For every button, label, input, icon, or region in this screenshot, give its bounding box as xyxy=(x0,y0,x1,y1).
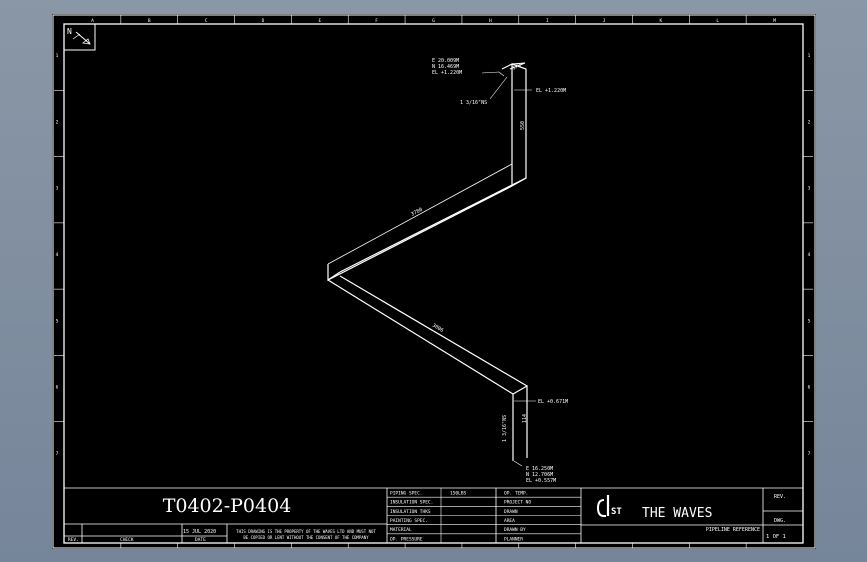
grid-row-label: 2 xyxy=(56,119,59,125)
spec-label: MATERIAL xyxy=(390,527,412,533)
pipe-diagonal-upper-c xyxy=(327,163,513,265)
bottom-elevation: EL +0.671M xyxy=(538,399,568,405)
pipeline-reference: PIPELINE REFERENCE xyxy=(706,527,760,533)
inner-border xyxy=(63,23,804,544)
spec-label: PAINTING SPEC. xyxy=(390,518,428,524)
spec-grid: PIPING SPEC. 150LBS INSULATION SPEC. INSULA… xyxy=(387,488,581,543)
grid-row-label: 2 xyxy=(808,119,811,125)
grid-column-label: J xyxy=(603,18,606,24)
pipe-vertical-bottom-side xyxy=(512,384,528,458)
dim-top-short: 178 xyxy=(511,63,522,72)
project-label: PROJECT NO xyxy=(504,500,531,506)
project-label: PLANNER xyxy=(504,536,523,542)
grid-column-label: D xyxy=(262,18,265,24)
grid-row-label: 3 xyxy=(56,186,59,192)
grid-column-label: C xyxy=(205,18,208,24)
rev-header: REV. xyxy=(774,494,786,500)
grid-row-label: 1 xyxy=(56,53,59,59)
border-grid-marks xyxy=(54,15,813,548)
north-arrow: N xyxy=(63,23,96,51)
dwg-header: DWG. xyxy=(774,518,786,524)
north-arrow-icon xyxy=(72,31,91,45)
grid-column-label: L xyxy=(716,18,719,24)
grid-column-label: K xyxy=(660,18,663,24)
grid-column-label: G xyxy=(432,18,435,24)
dim-diagonal-lower: 3806 xyxy=(431,323,444,334)
copyright-line-1: THIS DRAWING IS THE PROPERTY OF THE WAVE… xyxy=(236,529,376,534)
grid-row-label: 5 xyxy=(808,318,811,324)
spec-label: INSULATION SPEC. xyxy=(390,500,433,506)
logo-text: ST xyxy=(611,507,622,517)
drawing-title: T0402-P0404 xyxy=(163,495,292,517)
top-coord-e: E 20.009M xyxy=(432,58,459,64)
project-label: OP. TEMP. xyxy=(504,491,528,497)
project-label: AREA xyxy=(504,518,515,524)
grid-row-label: 4 xyxy=(808,252,811,258)
grid-row-label: 7 xyxy=(808,451,811,457)
grid-column-label: E xyxy=(318,18,321,24)
dim-diagonal-upper: 3780 xyxy=(410,207,423,218)
spec-label: OP. PRESSURE xyxy=(390,536,423,542)
top-coord-el: EL +1.220M xyxy=(432,70,462,76)
drawing-sheet: A B C D E F G H I J K L M 1 1 2 2 3 3 4 4 5 5 6 6 7 7 N xyxy=(52,14,816,549)
dim-vertical-top: 550 xyxy=(520,121,526,130)
top-coordinates: E 20.009M N 16.469M EL +1.220M xyxy=(432,58,462,76)
bottom-coord-el: EL +0.557M xyxy=(526,478,556,484)
outer-border xyxy=(52,14,816,549)
isometric-drawing: A B C D E F G H I J K L M 1 1 2 2 3 3 4 4 5 5 6 6 7 7 N xyxy=(52,14,816,549)
grid-column-label: A xyxy=(91,18,94,24)
pipe-diagonal-lower-a xyxy=(327,279,514,395)
dim-vertical-bottom: 114 xyxy=(522,414,528,423)
grid-column-label: B xyxy=(148,18,151,24)
top-pipe-size: 1 3/16"NS xyxy=(460,100,487,106)
north-label: N xyxy=(67,27,72,36)
spec-value: 150LBS xyxy=(450,491,467,497)
company-name: THE WAVES xyxy=(642,506,712,521)
spec-label: INSULATION THKS xyxy=(390,509,431,515)
grid-row-label: 7 xyxy=(56,451,59,457)
bottom-coord-e: E 16.250M xyxy=(526,466,553,472)
pipe-diagonal-lower-b xyxy=(339,275,528,387)
project-label: DRAWN xyxy=(504,509,518,515)
copyright-line-2: BE COPIED OR LENT WITHOUT THE CONSENT OF… xyxy=(243,535,369,540)
grid-column-label: M xyxy=(773,18,776,24)
grid-row-label: 3 xyxy=(808,186,811,192)
grid-row-label: 6 xyxy=(808,385,811,391)
pipe-route xyxy=(327,62,528,461)
check-label: CHECK xyxy=(120,537,134,543)
pipe-vertical-top-front xyxy=(501,63,513,186)
grid-row-label: 1 xyxy=(808,53,811,59)
grid-column-label: F xyxy=(375,18,378,24)
revision-date: 15 JUL 2020 xyxy=(183,529,216,535)
border-grid-labels: A B C D E F G H I J K L M 1 1 2 2 3 3 4 4 5 5 6 6 7 7 xyxy=(56,18,811,457)
spec-label: PIPING SPEC. xyxy=(390,491,423,497)
grid-column-label: I xyxy=(546,18,549,24)
grid-row-label: 6 xyxy=(56,385,59,391)
bottom-coordinates: E 16.250M N 12.706M EL +0.557M xyxy=(526,466,556,484)
pipe-end-cap-top xyxy=(509,62,526,70)
grid-row-label: 4 xyxy=(56,252,59,258)
grid-row-label: 5 xyxy=(56,318,59,324)
grid-column-label: H xyxy=(489,18,492,24)
leader-lines xyxy=(481,71,536,467)
pipe-diagonal-upper-b xyxy=(339,177,527,273)
sheet-number: 1 OF 1 xyxy=(766,534,786,540)
top-coord-n: N 16.469M xyxy=(432,64,459,70)
pipe-diagonal-upper-a xyxy=(327,185,513,281)
top-elevation: EL +1.220M xyxy=(536,88,566,94)
date-label: DATE xyxy=(195,537,206,543)
bottom-pipe-size: 1 3/16"NS xyxy=(502,415,508,442)
company-logo: ST xyxy=(596,495,622,517)
bottom-coord-n: N 12.706M xyxy=(526,472,553,478)
rev-label: REV. xyxy=(68,537,79,543)
project-label: DRAWN BY xyxy=(504,527,526,533)
